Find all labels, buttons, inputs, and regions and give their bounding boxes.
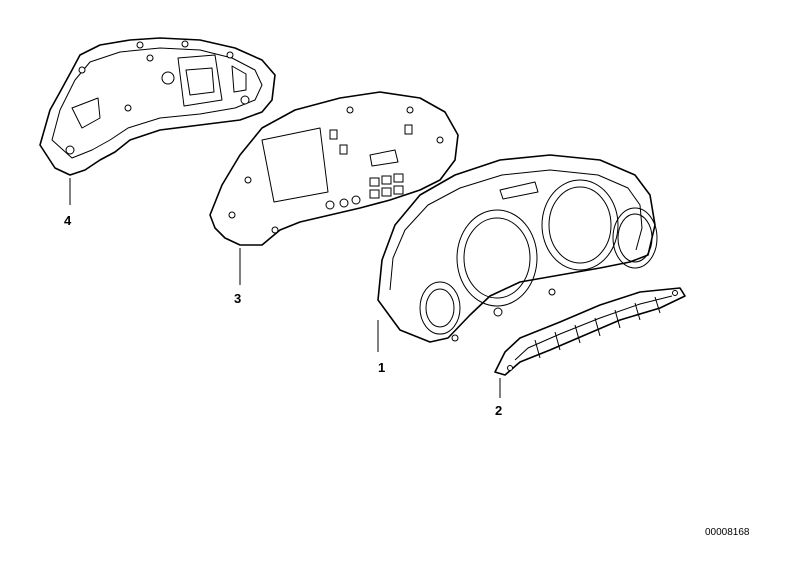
part-2-connector-strip	[494, 287, 686, 376]
callout-3: 3	[234, 291, 241, 306]
part-1-cluster-housing	[377, 154, 658, 343]
callout-2: 2	[495, 403, 502, 418]
callout-4: 4	[64, 213, 72, 228]
callout-1: 1	[378, 360, 385, 375]
diagram-reference-id: 00008168	[705, 527, 750, 538]
part-3-circuit-board	[209, 91, 459, 246]
part-4-rear-housing	[39, 37, 276, 176]
